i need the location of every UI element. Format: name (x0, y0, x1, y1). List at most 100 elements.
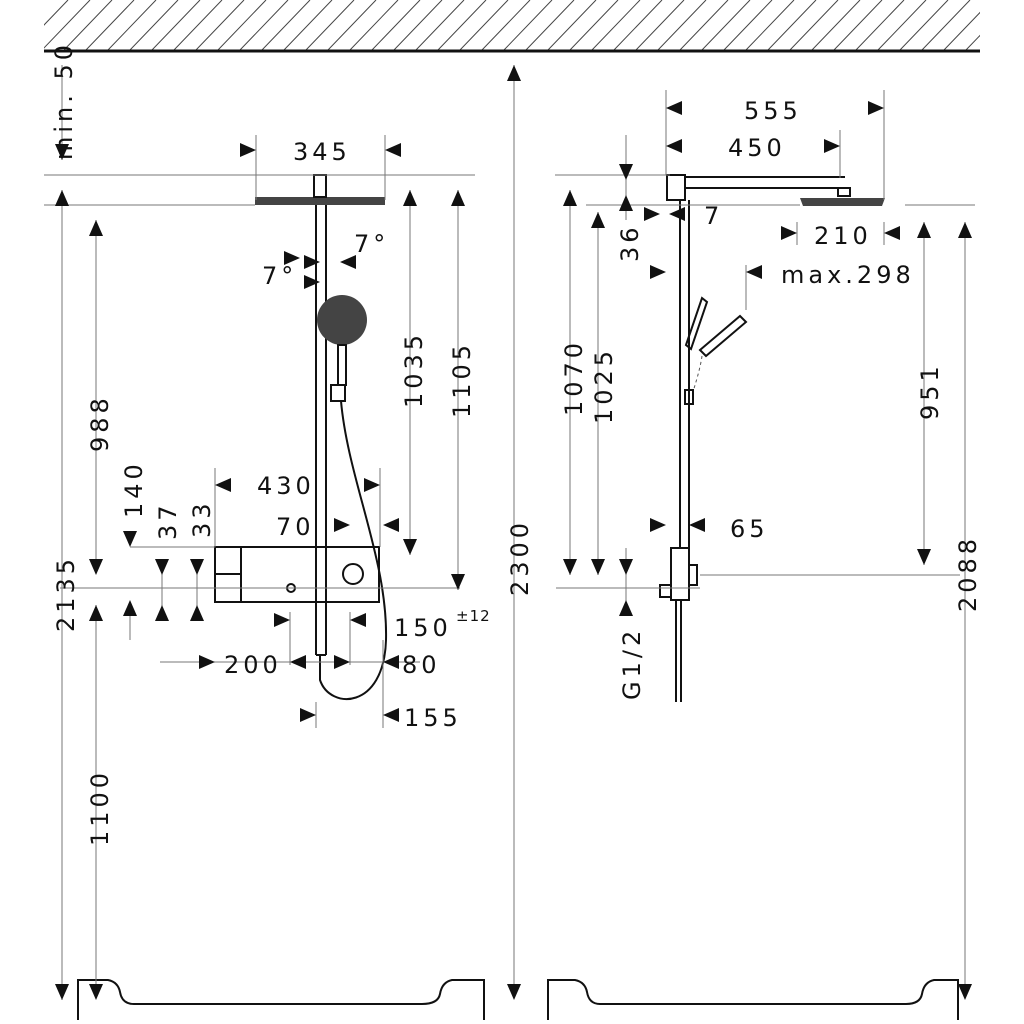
dimension-arrow (824, 139, 840, 153)
dimension-arrow (240, 143, 256, 157)
dimension-arrow (619, 195, 633, 211)
hatch-stroke (173, 0, 223, 50)
dimension-arrows (55, 65, 972, 1000)
label-430: 430 (257, 472, 315, 500)
hatch-stroke (85, 0, 135, 50)
dimension-arrow (451, 574, 465, 590)
label-g1-2: G1/2 (618, 627, 646, 700)
label-140: 140 (120, 460, 148, 518)
dimension-arrow (619, 164, 633, 180)
hatch-stroke (789, 0, 839, 50)
label-2300: 2300 (506, 519, 534, 596)
dimension-arrow (563, 190, 577, 206)
dimension-arrow (917, 549, 931, 565)
hatch-stroke (943, 11, 980, 50)
hatch-stroke (195, 0, 245, 50)
label-951: 951 (916, 362, 944, 420)
dimension-arrow (89, 220, 103, 236)
dimension-arrow (403, 539, 417, 555)
hatch-stroke (283, 0, 333, 50)
dimension-arrow (868, 101, 884, 115)
dimension-arrow (451, 190, 465, 206)
hatch-stroke (44, 0, 69, 26)
dimension-arrow (669, 207, 685, 221)
hatch-stroke (723, 0, 773, 50)
dimension-arrow (190, 559, 204, 575)
shower-holder (330, 384, 346, 402)
label-2088: 2088 (954, 535, 982, 612)
dimension-arrow (364, 478, 380, 492)
dimension-arrow (619, 559, 633, 575)
label-37: 37 (154, 501, 182, 540)
dimension-arrow (666, 101, 682, 115)
hatch-stroke (921, 0, 971, 50)
dimension-arrow (917, 222, 931, 238)
label-80: 80 (402, 651, 441, 679)
dimension-arrow (884, 226, 900, 240)
dimension-arrow (155, 559, 169, 575)
shower-tray-front (77, 979, 485, 1020)
hand-shower-handle (337, 344, 347, 386)
dimension-arrow (340, 255, 356, 269)
dimension-arrow (650, 518, 666, 532)
label-1070: 1070 (560, 339, 588, 416)
dimension-arrow (190, 605, 204, 621)
hatch-stroke (767, 0, 817, 50)
label-450: 450 (728, 134, 786, 162)
dimension-arrow (155, 605, 169, 621)
label-36: 36 (616, 223, 644, 262)
label-7deg-right: 7° (354, 230, 389, 258)
hatch-stroke (261, 0, 311, 50)
label-1105: 1105 (448, 341, 476, 418)
hatch-stroke (877, 0, 927, 50)
dimension-arrow (123, 531, 137, 547)
dimension-arrow (591, 212, 605, 228)
dimension-arrow (666, 139, 682, 153)
hatch-stroke (107, 0, 157, 50)
hatch-stroke (129, 0, 179, 50)
front-shower-column (214, 174, 388, 701)
hatch-stroke (701, 0, 751, 50)
dimension-arrow (383, 708, 399, 722)
hatch-stroke (569, 0, 619, 50)
hand-shower-head (317, 295, 367, 345)
label-min-50: min. 50 (50, 41, 78, 160)
dimension-arrow (199, 655, 215, 669)
label-555: 555 (744, 97, 802, 125)
label-200: 200 (224, 651, 282, 679)
dimension-arrow (304, 275, 320, 289)
dimension-arrow (689, 518, 705, 532)
hatch-stroke (151, 0, 201, 50)
dimension-arrow (619, 600, 633, 616)
hatch-stroke (899, 0, 949, 50)
label-2135: 2135 (52, 555, 80, 632)
dimension-arrow (55, 190, 69, 206)
hatch-stroke (481, 0, 531, 50)
hatch-stroke (635, 0, 685, 50)
hatch-stroke (811, 0, 861, 50)
hatch-stroke (525, 0, 575, 50)
hatch-stroke (855, 0, 905, 50)
label-155: 155 (404, 704, 462, 732)
thermostat-knob (342, 563, 364, 585)
hatch-stroke (393, 0, 443, 50)
label-tolerance: ±12 (456, 607, 491, 625)
label-1025: 1025 (590, 347, 618, 424)
dimension-arrow (89, 559, 103, 575)
hatch-stroke (217, 0, 267, 50)
hatch-stroke (657, 0, 707, 50)
dimension-arrow (55, 144, 69, 160)
hatch-stroke (988, 0, 1024, 50)
dimension-arrow (563, 559, 577, 575)
rain-shower-head (255, 197, 385, 205)
dimension-arrow (304, 255, 320, 269)
dimension-arrow (274, 613, 290, 627)
label-1035: 1035 (400, 331, 428, 408)
dimension-arrow (300, 708, 316, 722)
hatch-stroke (833, 0, 883, 50)
side-rain-shower-head (800, 198, 885, 206)
label-65: 65 (730, 515, 769, 543)
hatch-stroke (437, 0, 487, 50)
